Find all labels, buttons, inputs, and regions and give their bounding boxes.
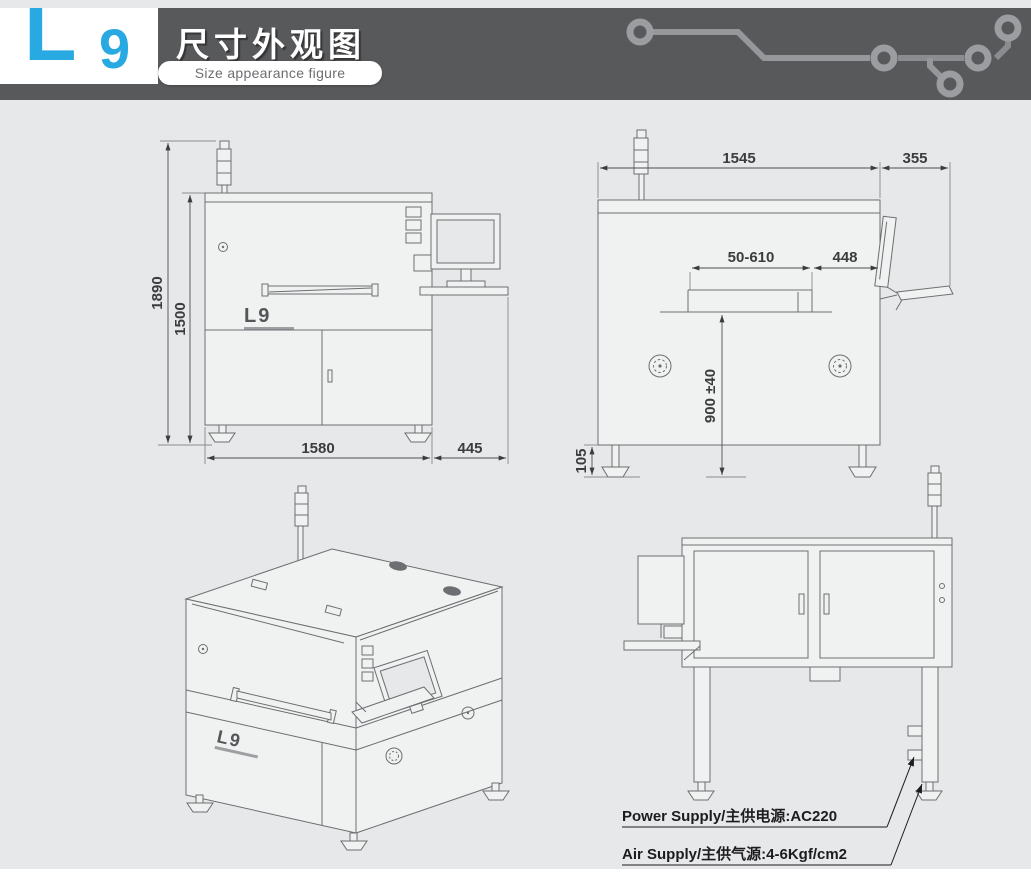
side-dim-length: 1545 355 xyxy=(597,150,951,286)
side-dim-foot-height: 105 xyxy=(573,444,640,478)
dim-1545: 1545 xyxy=(722,150,755,167)
iso-monitor xyxy=(351,649,443,724)
front-brand-smudge xyxy=(244,327,294,330)
iso-handle xyxy=(229,686,337,725)
rear-right-leg xyxy=(921,666,939,783)
hood-hinge-icon xyxy=(324,604,343,617)
rear-button-icon xyxy=(939,583,945,589)
pcb-pad-icon xyxy=(994,14,1022,42)
front-dim-width: 1580 445 xyxy=(204,297,509,464)
hood-hinge-icon xyxy=(250,578,269,591)
air-inlet-fitting xyxy=(907,749,923,761)
emergency-stop-icon xyxy=(218,242,228,252)
front-lower-cabinet xyxy=(204,329,433,426)
front-dim-total-height: 1890 xyxy=(149,140,216,446)
side-monitor xyxy=(874,215,954,311)
signal-tower-icon xyxy=(216,140,232,194)
top-hole xyxy=(389,561,407,571)
rear-button-icon xyxy=(939,597,945,603)
conveyor-rail xyxy=(660,289,832,313)
cabinet-handle xyxy=(327,369,333,383)
rear-left-door xyxy=(693,550,809,659)
pcb-pad-icon xyxy=(964,44,992,72)
fan-vent-icon xyxy=(828,354,852,378)
emergency-stop-icon xyxy=(198,644,208,654)
rear-keyboard-shelf xyxy=(623,640,701,651)
side-body xyxy=(597,199,881,446)
dim-1500: 1500 xyxy=(172,302,189,335)
signal-tower-icon xyxy=(927,465,942,539)
rear-right-door xyxy=(819,550,935,659)
side-keyboard xyxy=(896,285,954,301)
front-handle xyxy=(261,283,379,297)
rear-right-foot xyxy=(915,781,943,801)
dim-448: 448 xyxy=(832,249,857,266)
front-dim-body-height: 1500 xyxy=(172,192,205,443)
dim-1580: 1580 xyxy=(301,440,334,457)
fan-vent-icon xyxy=(648,354,672,378)
front-right-foot xyxy=(404,424,432,443)
side-left-foot xyxy=(601,444,630,478)
power-supply-annotation: Power Supply/主供电源:AC220 xyxy=(622,756,915,828)
front-control-panel xyxy=(405,206,433,272)
side-dim-rail-height: 900 ±40 xyxy=(702,315,746,478)
iso-foot xyxy=(482,782,510,801)
rear-center-bracket xyxy=(809,666,841,682)
rear-left-foot xyxy=(687,781,715,801)
dim-105: 105 xyxy=(573,448,590,473)
pcb-pad-icon xyxy=(870,44,898,72)
front-left-foot xyxy=(208,424,236,443)
front-monitor xyxy=(430,213,501,288)
front-view: L9 xyxy=(149,140,509,464)
fan-vent-icon xyxy=(461,706,475,720)
fan-vent-icon xyxy=(385,747,403,765)
top-hole xyxy=(443,586,461,596)
page-title-chinese: 尺寸外观图 xyxy=(176,26,366,63)
front-upper-body xyxy=(204,192,433,331)
subtitle-english: Size appearance figure xyxy=(194,65,346,81)
pcb-trace xyxy=(993,40,1011,61)
power-supply-label: Power Supply/主供电源:AC220 xyxy=(622,807,837,825)
pcb-pad-icon xyxy=(936,70,964,98)
subtitle-pill: Size appearance figure xyxy=(158,61,382,85)
circuit-trace-decoration xyxy=(626,14,1022,98)
rear-monitor xyxy=(623,555,701,661)
isometric-view: L9 xyxy=(184,485,510,851)
door-handle xyxy=(798,593,805,615)
dim-445: 445 xyxy=(457,440,482,457)
door-handle xyxy=(823,593,830,615)
dim-900-40: 900 ±40 xyxy=(702,369,719,423)
iso-foot xyxy=(186,794,214,813)
power-inlet-fitting xyxy=(907,725,923,737)
dim-50-610: 50-610 xyxy=(728,249,775,266)
header-banner: L 9 尺寸外观图 Size appearance figure xyxy=(0,8,1031,100)
dim-355: 355 xyxy=(902,150,927,167)
front-keyboard-shelf xyxy=(419,286,509,296)
logo-digit: 9 xyxy=(99,17,131,80)
signal-tower-icon xyxy=(633,129,649,201)
air-supply-annotation: Air Supply/主供气源:4-6Kgf/cm2 xyxy=(622,783,923,866)
rear-view: Power Supply/主供电源:AC220 Air Supply/主供气源:… xyxy=(622,465,953,866)
side-right-foot xyxy=(848,444,877,478)
logo-letter: L xyxy=(24,8,77,79)
iso-right-face xyxy=(355,586,503,834)
side-dim-conveyor: 50-610 448 xyxy=(689,249,878,290)
signal-tower-icon xyxy=(294,485,309,564)
iso-machine-label-group: L9 xyxy=(214,726,259,759)
iso-control-panel xyxy=(361,645,374,682)
dim-1890: 1890 xyxy=(149,276,166,309)
pcb-trace xyxy=(927,58,947,83)
iso-foot xyxy=(340,832,368,851)
pcb-trace xyxy=(652,29,870,61)
rear-left-leg xyxy=(693,666,711,783)
air-supply-label: Air Supply/主供气源:4-6Kgf/cm2 xyxy=(622,845,847,863)
logo-area: L 9 xyxy=(0,8,158,84)
side-view: 1545 355 50-610 448 900 ±40 xyxy=(573,129,954,478)
front-machine-label: L9 xyxy=(244,305,271,327)
iso-keyboard xyxy=(351,686,435,724)
pcb-pad-icon xyxy=(626,18,654,46)
